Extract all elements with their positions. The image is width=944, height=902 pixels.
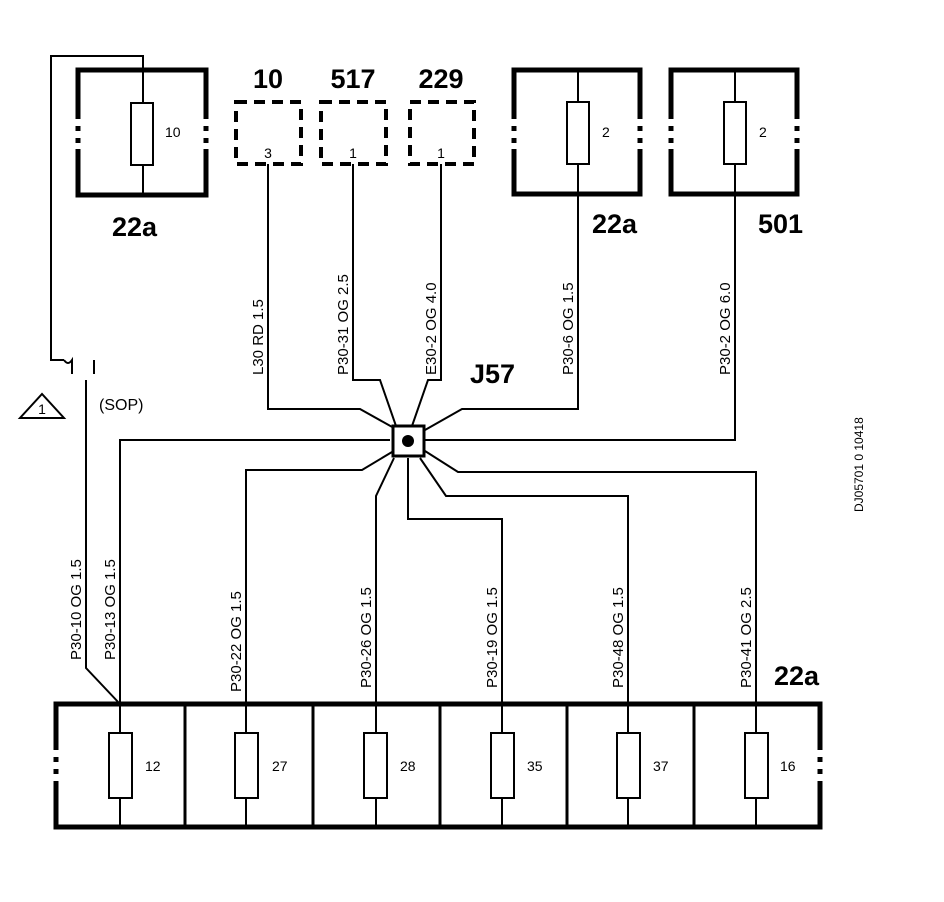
- document-id: DJ05701 0 10418: [852, 417, 866, 512]
- fuse-symbol: [130, 102, 154, 166]
- connector-pin: 1: [437, 145, 445, 161]
- connector-517: 517 1: [319, 64, 388, 166]
- fuse-symbol: [108, 732, 133, 799]
- wire-label: P30-6 OG 1.5: [560, 282, 577, 375]
- wire-label: P30-41 OG 2.5: [738, 587, 755, 688]
- sop-loop-wire: [50, 55, 144, 705]
- fuse-symbol: [234, 732, 259, 799]
- fuse-box-top-left-label: 22a: [112, 212, 158, 242]
- wire-label: P30-26 OG 1.5: [358, 587, 375, 688]
- fuse-number: 10: [165, 124, 181, 140]
- fuse-symbol: [616, 732, 641, 799]
- wire-label: P30-48 OG 1.5: [610, 587, 627, 688]
- fuse-number: 2: [602, 124, 610, 140]
- fuse-box-bottom: 12 27 28 35 37 16: [51, 701, 825, 830]
- fuse-box-top-mid-label: 22a: [592, 209, 638, 239]
- wire-label: E30-2 OG 4.0: [423, 282, 440, 375]
- fuse-symbol: [744, 732, 769, 799]
- connector-label: 229: [418, 64, 463, 94]
- splice-label: J57: [470, 359, 515, 389]
- fuse-symbol: [723, 101, 747, 165]
- connector-label: 10: [253, 64, 283, 94]
- wire-label: P30-22 OG 1.5: [228, 591, 245, 692]
- wire-lines: [119, 164, 757, 704]
- connector-pin: 1: [349, 145, 357, 161]
- sop-note: (SOP): [99, 397, 143, 414]
- fuse-number: 16: [780, 758, 796, 774]
- connector-229: 229 1: [408, 64, 476, 166]
- fuse-box-bottom-label: 22a: [774, 661, 820, 691]
- wire-label: P30-2 OG 6.0: [717, 282, 734, 375]
- fuse-symbol: [490, 732, 515, 799]
- fuse-number: 28: [400, 758, 416, 774]
- wire-label: P30-10 OG 1.5: [68, 559, 85, 660]
- fuse-symbol: [566, 101, 590, 165]
- fuse-symbol: [363, 732, 388, 799]
- fuse-number: 37: [653, 758, 669, 774]
- note-number: 1: [38, 401, 46, 417]
- note-triangle: 1: [17, 392, 67, 419]
- wire-label: P30-19 OG 1.5: [484, 587, 501, 688]
- wire-label: P30-31 OG 2.5: [335, 274, 352, 375]
- wire-label: P30-13 OG 1.5: [102, 559, 119, 660]
- fuse-box-top-mid: 2: [509, 67, 645, 197]
- wire-label: L30 RD 1.5: [250, 299, 267, 375]
- connector-10: 10 3: [234, 64, 303, 166]
- fuse-number: 35: [527, 758, 543, 774]
- fuse-number: 2: [759, 124, 767, 140]
- connector-label: 517: [330, 64, 375, 94]
- fuse-box-top-left: 10: [73, 67, 211, 198]
- connector-pin: 3: [264, 145, 272, 161]
- splice-j57: [391, 424, 426, 458]
- fuse-number: 12: [145, 758, 161, 774]
- fuse-box-501-label: 501: [758, 209, 803, 239]
- fuse-number: 27: [272, 758, 288, 774]
- fuse-box-501: 2: [666, 67, 802, 197]
